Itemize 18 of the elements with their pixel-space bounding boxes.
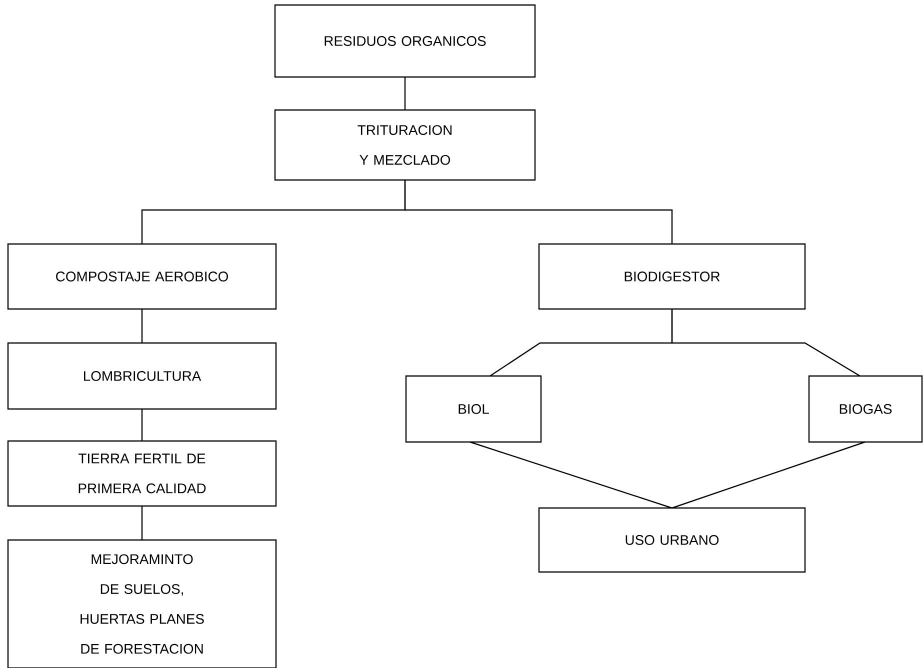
connector-line (404, 77, 406, 110)
connector-line (671, 309, 860, 376)
connector-line (404, 180, 673, 244)
process-box: COMPOSTAJE AEROBICO (7, 243, 277, 310)
connector-line (141, 409, 143, 441)
connector-line (470, 441, 672, 509)
process-box: LOMBRICULTURA (7, 342, 277, 410)
process-box: BIOL (405, 375, 542, 443)
process-box: BIOGAS (808, 375, 923, 443)
process-box: TRITURACION Y MEZCLADO (274, 109, 536, 181)
process-box: TIERRA FERTIL DE PRIMERA CALIDAD (7, 440, 277, 507)
process-box: BIODIGESTOR (538, 243, 806, 310)
connector-line (141, 506, 143, 540)
process-box: MEJORAMINTO DE SUELOS, HUERTAS PLANES DE FORESTACION (7, 539, 277, 668)
connector-line (672, 441, 866, 509)
process-box: USO URBANO (538, 507, 806, 573)
process-box: RESIDUOS ORGANICOS (274, 4, 536, 78)
connector-line (141, 309, 143, 343)
